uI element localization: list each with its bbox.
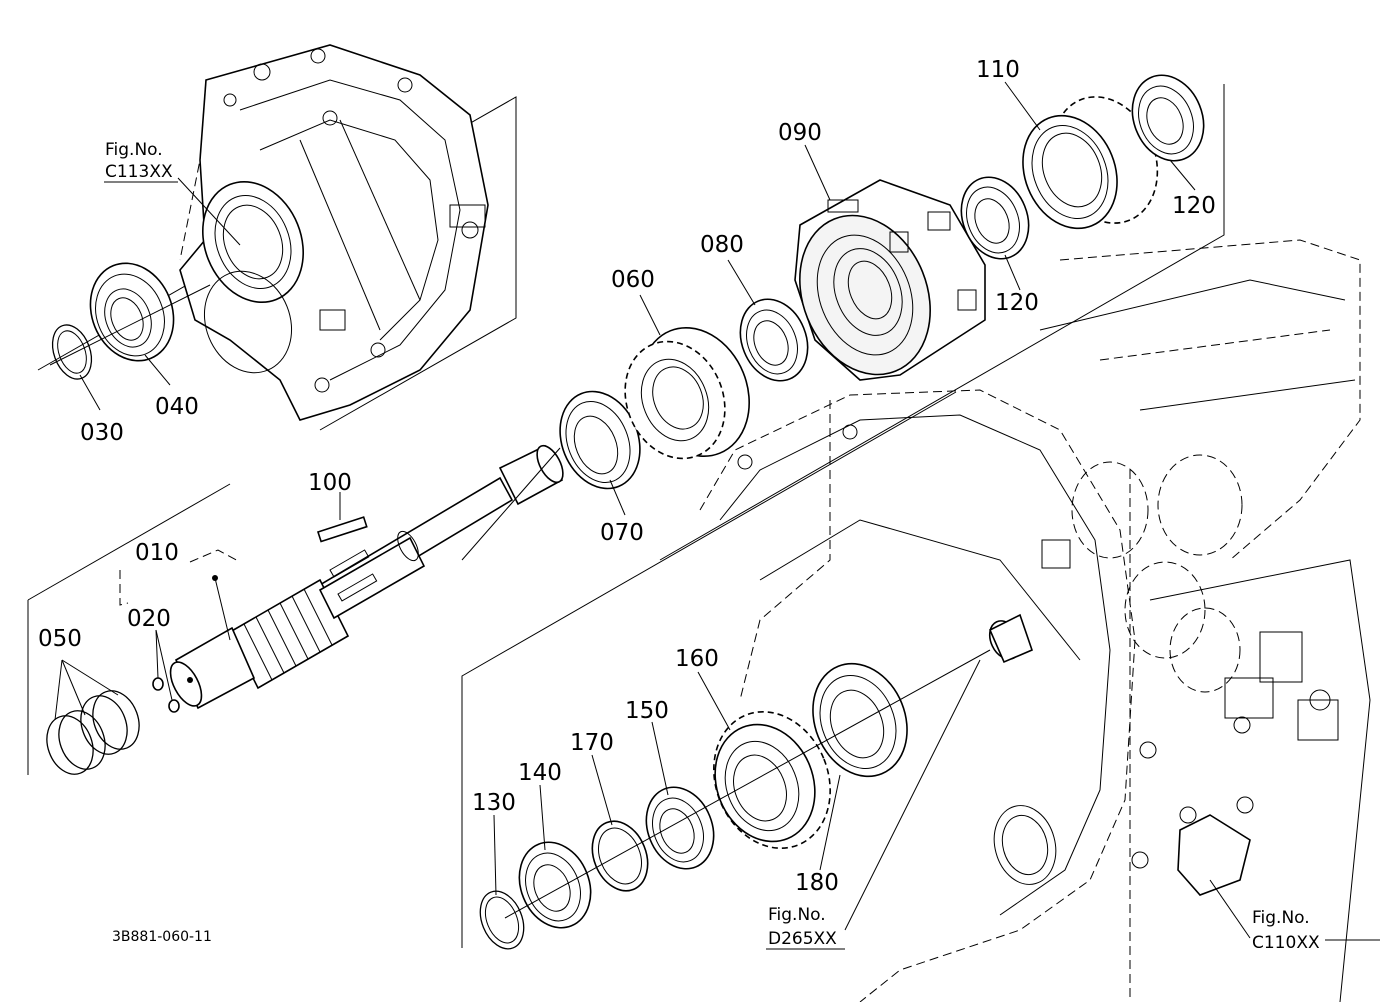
- part-label-070: 070: [600, 520, 644, 546]
- figure-ref-code[interactable]: C110XX: [1252, 933, 1320, 953]
- group-frame-middle: [27, 483, 231, 775]
- part-label-060: 060: [611, 267, 655, 293]
- bearing-drawing: [960, 176, 1030, 260]
- figure-ref-caption: Fig.No.: [1252, 908, 1310, 928]
- front-housing-drawing: [179, 44, 489, 421]
- figure-ref-caption: Fig.No.: [768, 905, 826, 925]
- group-frame-upper-right: [659, 84, 1225, 561]
- part-label-120-lower: 120: [995, 290, 1039, 316]
- gear-drawing: [624, 326, 750, 460]
- bearing-drawing: [518, 841, 592, 929]
- part-label-050: 050: [38, 626, 82, 652]
- part-label-040: 040: [155, 394, 199, 420]
- figure-ref-code[interactable]: D265XX: [768, 929, 837, 949]
- part-label-100: 100: [308, 470, 352, 496]
- part-label-030: 030: [80, 420, 124, 446]
- bearing-drawing: [645, 786, 715, 870]
- part-label-010: 010: [135, 540, 179, 566]
- spacer-ring-drawing: [591, 820, 649, 892]
- figure-ref-caption: Fig.No.: [105, 140, 163, 160]
- figure-ref-c110[interactable]: Fig.No. C110XX: [1252, 908, 1320, 953]
- figure-ref-c113[interactable]: Fig.No. C113XX: [104, 140, 178, 183]
- part-label-180: 180: [795, 870, 839, 896]
- gear-drawing: [713, 710, 831, 850]
- gear-drawing: [1022, 96, 1159, 230]
- part-label-160: 160: [675, 646, 719, 672]
- part-label-120-upper: 120: [1172, 193, 1216, 219]
- spring-drawing: [46, 690, 140, 775]
- key-drawing: [316, 516, 368, 543]
- bearing-drawing: [812, 662, 908, 778]
- shaft-drawing: [169, 444, 564, 710]
- snap-ring-drawing: [51, 324, 93, 380]
- part-labels: 030 040 050 010 020 100 070 060 080 090 …: [38, 57, 1216, 896]
- leader-lines: [54, 81, 1380, 941]
- part-label-020: 020: [127, 606, 171, 632]
- transmission-housing-drawing: [699, 239, 1371, 1003]
- bearing-drawing: [739, 298, 809, 382]
- part-label-130: 130: [472, 790, 516, 816]
- bearing-drawing: [1131, 74, 1205, 162]
- part-label-150: 150: [625, 698, 669, 724]
- part-label-080: 080: [700, 232, 744, 258]
- part-label-090: 090: [778, 120, 822, 146]
- group-frame-lower: [461, 391, 957, 948]
- snap-ring-drawing: [479, 890, 525, 950]
- drawing-code: 3B881-060-11: [112, 929, 212, 945]
- bearing-drawing: [89, 262, 175, 362]
- figure-ref-d265[interactable]: Fig.No. D265XX: [766, 905, 845, 950]
- figure-ref-code[interactable]: C113XX: [105, 162, 173, 182]
- part-label-170: 170: [570, 730, 614, 756]
- clutch-drum-drawing: [794, 179, 986, 381]
- part-label-140: 140: [518, 760, 562, 786]
- part-label-110: 110: [976, 57, 1020, 83]
- bearing-drawing: [559, 390, 641, 490]
